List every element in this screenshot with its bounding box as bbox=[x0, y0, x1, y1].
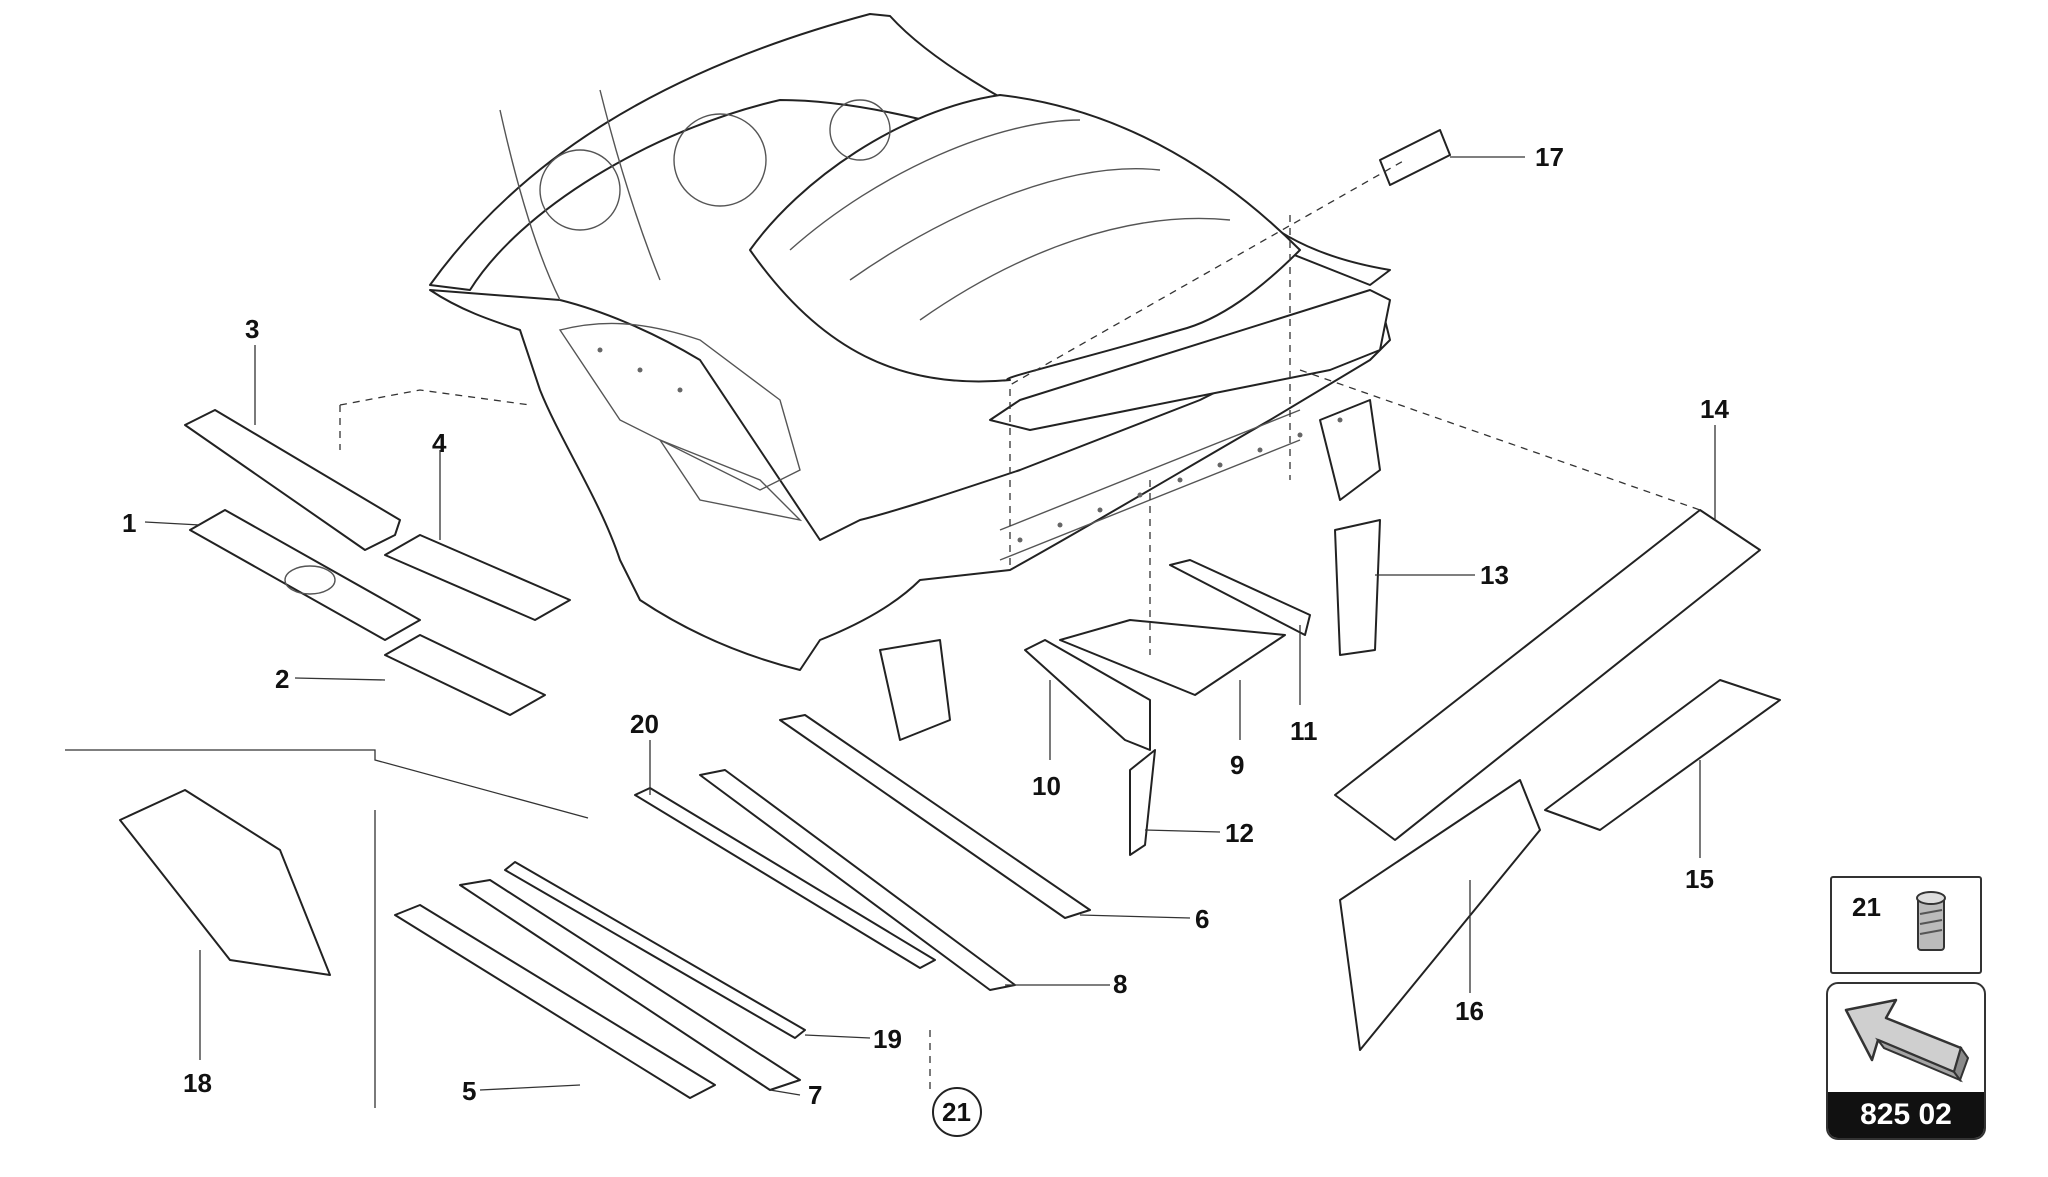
callout-19: 19 bbox=[873, 1024, 902, 1054]
part-16-panel bbox=[1339, 779, 1541, 1051]
callout-2: 2 bbox=[275, 664, 289, 694]
inset-frame bbox=[65, 749, 589, 1108]
part-3-panel bbox=[184, 409, 401, 551]
callout-16: 16 bbox=[1455, 996, 1484, 1026]
callout-10: 10 bbox=[1032, 771, 1061, 801]
part-8-panel bbox=[699, 769, 1016, 991]
fastener-21-label: 21 bbox=[1852, 892, 1881, 922]
callout-20: 20 bbox=[630, 709, 659, 739]
callout-12: 12 bbox=[1225, 818, 1254, 848]
callout-21: 21 bbox=[942, 1097, 971, 1127]
callout-1: 1 bbox=[122, 508, 136, 538]
part-10-pad bbox=[1024, 639, 1151, 751]
part-13-pad bbox=[1334, 519, 1381, 656]
callout-labels: 1 2 3 4 5 6 7 8 9 10 11 12 13 14 15 16 1… bbox=[122, 142, 1729, 1137]
part-11-pad bbox=[1169, 559, 1311, 636]
callout-3: 3 bbox=[245, 314, 259, 344]
callout-9: 9 bbox=[1230, 750, 1244, 780]
part-5-sill-panel bbox=[394, 904, 716, 1099]
callout-15: 15 bbox=[1685, 864, 1714, 894]
callout-7: 7 bbox=[808, 1080, 822, 1110]
callout-21-circle bbox=[932, 1087, 982, 1137]
callout-8: 8 bbox=[1113, 969, 1127, 999]
dashed-assembly-lines bbox=[339, 159, 1701, 1090]
callout-5: 5 bbox=[462, 1076, 476, 1106]
rivet-nut-icon bbox=[1916, 891, 1946, 951]
part-15-panel bbox=[1544, 679, 1781, 831]
callout-13: 13 bbox=[1480, 560, 1509, 590]
part-17-clip bbox=[1379, 129, 1451, 186]
part-4-panel bbox=[384, 534, 571, 621]
fastener-21-box: 21 bbox=[1830, 876, 1982, 974]
callout-18: 18 bbox=[183, 1068, 212, 1098]
leader-lines bbox=[144, 156, 1716, 1096]
part-7-sill-panel bbox=[459, 879, 801, 1091]
part-2-pad bbox=[384, 634, 546, 716]
direction-arrow-icon bbox=[1844, 998, 1970, 1083]
part-19-rail bbox=[504, 861, 806, 1039]
part-9-pad bbox=[1059, 619, 1286, 696]
callout-11: 11 bbox=[1290, 716, 1318, 746]
part-12-strip bbox=[1129, 749, 1156, 856]
callout-6: 6 bbox=[1195, 904, 1209, 934]
part-6-panel bbox=[779, 714, 1091, 919]
part-20-bracket bbox=[634, 787, 936, 969]
reference-code: 825 02 bbox=[1828, 1092, 1984, 1138]
part-1-floor-insulation bbox=[189, 509, 421, 641]
callout-17: 17 bbox=[1535, 142, 1564, 172]
part-18-bracket bbox=[119, 789, 331, 976]
callout-4: 4 bbox=[432, 428, 447, 458]
reference-badge: 825 02 bbox=[1826, 982, 1986, 1140]
callout-14: 14 bbox=[1700, 394, 1729, 424]
part-14-panel bbox=[1334, 509, 1761, 841]
